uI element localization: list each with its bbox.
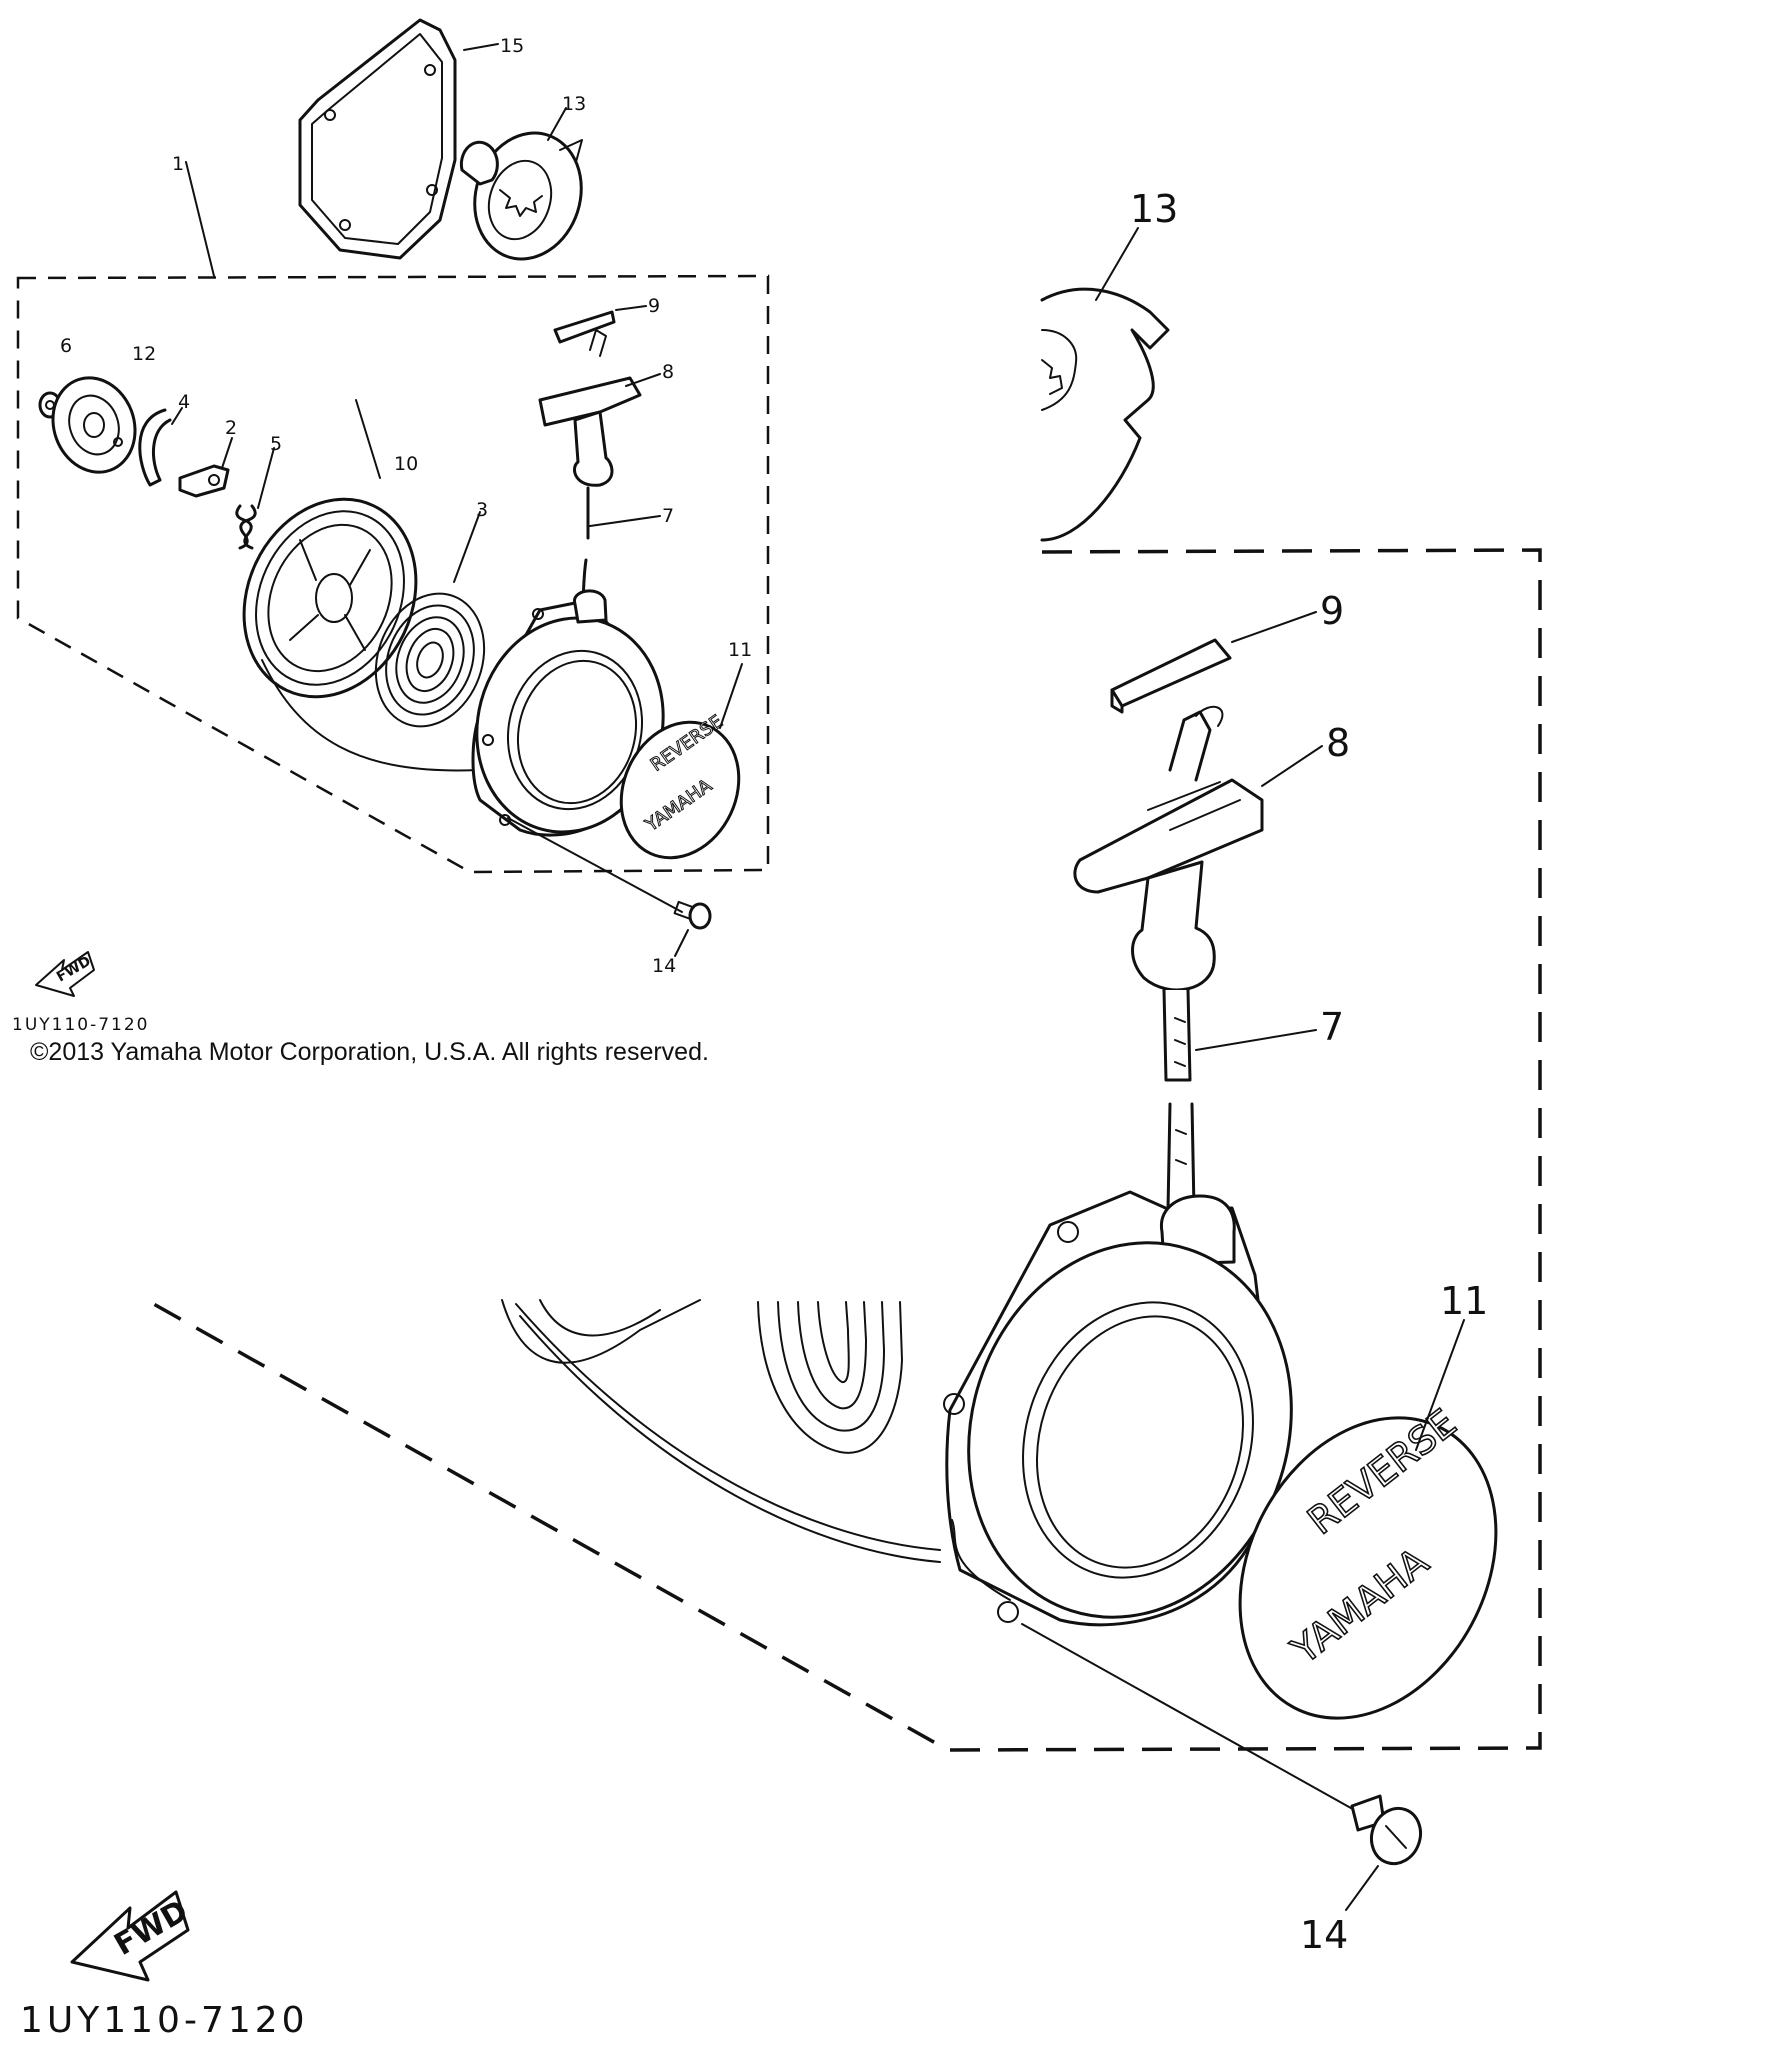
part-14-bolt: [507, 817, 712, 930]
detail-callout-14: 14: [1300, 1913, 1348, 1957]
diagram-code-small: 1UY110-7120: [12, 1015, 150, 1035]
copyright-notice: ©2013 Yamaha Motor Corporation, U.S.A. A…: [30, 1038, 709, 1066]
detail-assembly-boundary: [149, 548, 1542, 1752]
detail-reel-fragment: [501, 1299, 941, 1563]
callout-3: 3: [476, 499, 488, 521]
detail-callout-13: 13: [1130, 187, 1178, 231]
detail-callouts: 13 9 8 7 11 14: [1130, 187, 1488, 1957]
part-15-gasket: [298, 18, 457, 260]
detail-callout-9: 9: [1320, 589, 1344, 633]
detail-callout-11: 11: [1440, 1279, 1488, 1323]
callout-12: 12: [132, 343, 156, 365]
callout-15: 15: [500, 35, 524, 57]
part-2-ratchet: [178, 464, 230, 498]
part-10-reel: [242, 497, 418, 699]
callout-13: 13: [562, 93, 586, 115]
detail-callout-8: 8: [1326, 721, 1350, 765]
callout-9: 9: [648, 295, 660, 317]
callout-2: 2: [225, 417, 237, 439]
callout-14: 14: [652, 955, 676, 977]
overview-diagram: REVERSE YAMAHA: [12, 18, 770, 1035]
callout-10: 10: [394, 453, 418, 475]
detail-part-9-handle-cap: [1110, 638, 1232, 714]
callout-8: 8: [662, 361, 674, 383]
detail-part-14-bolt: [1021, 1623, 1423, 1866]
part-5-spring: [235, 504, 257, 550]
detail-callout-7: 7: [1320, 1005, 1344, 1049]
detail-diagram: REVERSE YAMAHA 13 9 8 7 11 14: [20, 187, 1542, 2041]
detail-part-7-starter-rope: [1162, 988, 1196, 1216]
overview-callouts: 1 2 3 4 5 6 7 8 9 10 11 12 13 14 15: [60, 35, 752, 977]
detail-part-8-starter-handle: [1073, 706, 1264, 992]
starter-housing: [471, 589, 665, 837]
detail-leader-lines: [1095, 227, 1465, 1911]
detail-part-13-drive-pulley: [1040, 287, 1170, 542]
fwd-arrow-small: FWD: [35, 951, 95, 997]
callout-7: 7: [662, 505, 674, 527]
overview-leader-lines: [171, 43, 743, 957]
fwd-arrow-large: FWD: [70, 1890, 194, 1982]
part-8-starter-handle: [538, 329, 642, 487]
diagram-code-large: 1UY110-7120: [20, 2000, 309, 2041]
detail-spiral-spring-fragment: [757, 1301, 903, 1454]
callout-4: 4: [178, 391, 190, 413]
callout-1: 1: [172, 153, 184, 175]
part-13-drive-pulley: [459, 131, 583, 261]
detail-starter-housing: [943, 1190, 1293, 1627]
part-3-spiral-spring: [374, 592, 486, 728]
part-9-handle-cap: [553, 310, 616, 344]
detail-part-11-emblem: REVERSE YAMAHA: [1238, 1400, 1498, 1720]
callout-5: 5: [270, 433, 282, 455]
callout-6: 6: [60, 335, 72, 357]
part-12-plate: [51, 376, 137, 474]
part-11-emblem: REVERSE YAMAHA: [619, 711, 741, 860]
callout-11: 11: [728, 639, 752, 661]
part-4-spring-clip: [138, 408, 172, 487]
